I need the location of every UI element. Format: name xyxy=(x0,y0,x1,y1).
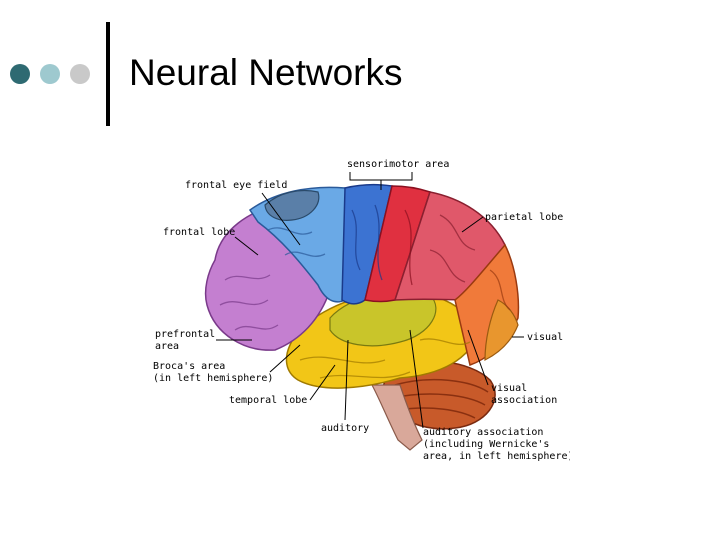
slide-title: Neural Networks xyxy=(129,52,403,93)
label-prefrontal-2: area xyxy=(155,341,179,352)
visual-cortex-region xyxy=(484,299,519,361)
label-temporal-lobe: temporal lobe xyxy=(229,395,307,406)
bullet-dot-gray xyxy=(70,64,90,84)
diagram-labels: sensorimotor area frontal eye field fron… xyxy=(153,159,570,462)
title-bullet-decoration xyxy=(10,64,105,86)
label-prefrontal-1: prefrontal xyxy=(155,329,215,340)
label-frontal-eye-field: frontal eye field xyxy=(185,180,287,191)
bullet-dot-teal xyxy=(40,64,60,84)
bullet-dot-dark xyxy=(10,64,30,84)
label-parietal-lobe: parietal lobe xyxy=(485,212,563,223)
label-brocas-1: Broca's area xyxy=(153,361,225,372)
label-brocas-2: (in left hemisphere) xyxy=(153,373,273,384)
label-visual-assoc-2: association xyxy=(491,395,557,406)
label-auditory-assoc-2: (including Wernicke's xyxy=(423,439,549,450)
label-visual-assoc-1: visual xyxy=(491,383,527,394)
brainstem-region xyxy=(371,384,423,451)
frontal-eye-field-region xyxy=(264,189,320,221)
label-auditory-assoc-1: auditory association xyxy=(423,427,543,438)
label-auditory-assoc-3: area, in left hemisphere) xyxy=(423,451,570,462)
label-sensorimotor: sensorimotor area xyxy=(347,159,449,170)
label-visual: visual xyxy=(527,332,563,343)
brain-diagram: sensorimotor area frontal eye field fron… xyxy=(153,159,570,462)
leader-lines xyxy=(216,172,524,429)
label-frontal-lobe: frontal lobe xyxy=(163,227,235,238)
gyri-texture xyxy=(219,204,511,379)
title-divider xyxy=(106,22,110,126)
label-auditory: auditory xyxy=(321,423,369,434)
